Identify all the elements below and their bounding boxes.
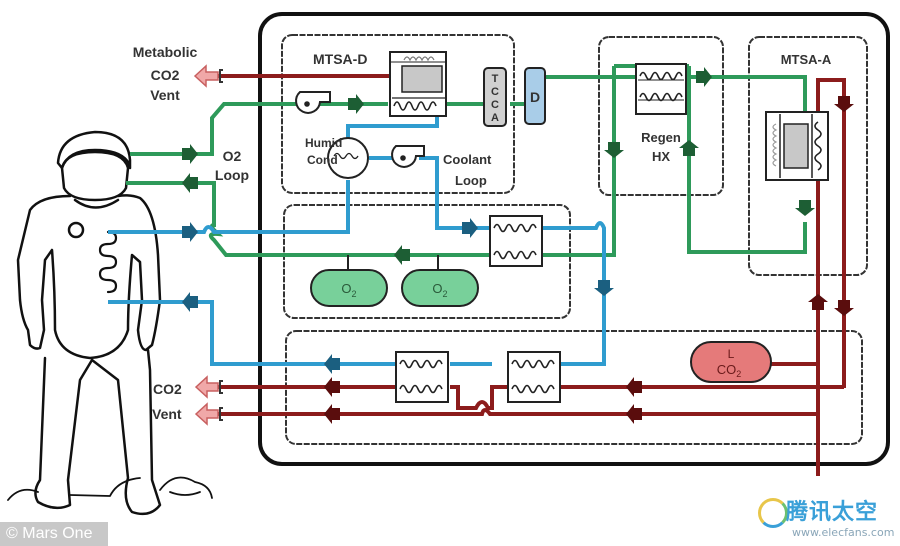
dehumidifier-label: D xyxy=(530,89,540,105)
arrow-left-icon xyxy=(182,173,198,193)
lco2-label: CO2 xyxy=(717,362,742,379)
arrow-down-icon xyxy=(834,300,854,316)
o2-loop-label: O2 xyxy=(223,148,242,164)
watermark-text: 腾讯太空 xyxy=(786,500,879,525)
tcca-label: C xyxy=(491,99,499,111)
humidity-condenser xyxy=(327,137,369,179)
arrow-left-icon xyxy=(626,404,642,424)
regen-hx-module xyxy=(598,36,724,196)
arrow-left-icon xyxy=(394,245,410,265)
watermark-logo-icon xyxy=(758,498,788,528)
tcca-label: A xyxy=(491,112,499,124)
metabolic-vent-label: Vent xyxy=(150,87,180,103)
co2-vent-label: CO2 xyxy=(153,381,182,397)
sorbent-bed xyxy=(401,65,443,93)
coolant-loop-label: Coolant xyxy=(443,152,492,167)
metabolic-vent-label: CO2 xyxy=(151,67,180,83)
heat-exchanger-coil xyxy=(403,56,435,62)
co2-vent-arrow-upper-icon xyxy=(194,375,219,399)
arrow-right-icon xyxy=(462,218,478,238)
o2-storage-module xyxy=(283,204,571,319)
lco2-tank xyxy=(690,341,772,383)
metabolic-vent-label: Metabolic xyxy=(133,44,198,60)
o2-tank-2-label: O2 xyxy=(432,281,447,299)
astronaut-figure xyxy=(7,130,213,516)
flow-arrows xyxy=(182,67,854,424)
co2-vent-label: Vent xyxy=(152,406,182,422)
coolant-loop-label: Loop xyxy=(455,173,487,188)
coolant-pump-icon xyxy=(391,145,425,168)
arrow-down-icon xyxy=(594,280,614,296)
left-leg xyxy=(34,356,94,510)
regen-hx-label: HX xyxy=(652,149,670,164)
arrow-up-icon xyxy=(679,140,699,156)
arrow-down-icon xyxy=(604,142,624,158)
metabolic-vent-arrow-icon xyxy=(193,64,219,88)
o2-tank-1 xyxy=(310,269,388,307)
co2-heat-exchanger-2 xyxy=(507,351,561,403)
pls-enclosure xyxy=(258,12,890,466)
regen-hx-unit xyxy=(635,63,687,115)
visor xyxy=(60,150,130,202)
arrow-right-icon xyxy=(182,144,198,164)
ground-rocks xyxy=(7,476,213,501)
arrow-left-icon xyxy=(626,377,642,397)
tcca-label: T xyxy=(492,73,499,85)
mtsa-a-module xyxy=(748,36,868,276)
coolant-heat-exchanger xyxy=(489,215,543,267)
regen-hx-label: Regen xyxy=(641,130,681,145)
mtsa-a-unit xyxy=(765,111,829,181)
humid-cond-label: Cond xyxy=(307,153,338,167)
co2-heat-exchanger-1 xyxy=(395,351,449,403)
mtsa-d-module xyxy=(281,34,515,194)
co2-vent-arrow-lower-icon xyxy=(194,402,219,426)
vent-arrows xyxy=(193,64,223,426)
arrow-up-icon xyxy=(808,294,828,310)
mtsa-d-label: MTSA-D xyxy=(313,51,367,67)
arrow-down-icon xyxy=(834,96,854,112)
arrow-left-icon xyxy=(324,404,340,424)
collar xyxy=(73,198,120,209)
o2-tank-2 xyxy=(401,269,479,307)
o2-loop-label: Loop xyxy=(215,167,249,183)
watermark-url: www.elecfans.com xyxy=(792,526,895,539)
humid-cond-label: Humid xyxy=(305,136,342,150)
arrow-right-icon xyxy=(182,222,198,242)
helmet xyxy=(56,130,132,170)
arrow-left-icon xyxy=(324,377,340,397)
arrow-left-icon xyxy=(182,292,198,312)
dehumidifier-unit xyxy=(524,67,546,125)
image-credit: © Mars One xyxy=(0,522,108,546)
right-leg xyxy=(90,348,162,516)
tcca-label: C xyxy=(491,86,499,98)
suit-torso xyxy=(16,194,162,360)
mtsa-a-label: MTSA-A xyxy=(781,52,832,67)
watermark: 腾讯太空 www.elecfans.com xyxy=(752,490,900,546)
arrow-right-icon xyxy=(348,94,364,114)
arrow-down-icon xyxy=(795,200,815,216)
suit-cooling-coil xyxy=(98,230,118,294)
arrow-left-icon xyxy=(324,354,340,374)
lco2-label: L xyxy=(728,347,735,361)
coolant-loop-lines xyxy=(108,110,606,366)
o2-fan-icon xyxy=(295,91,331,114)
mtsa-d-unit xyxy=(389,51,447,117)
heat-exchanger-coil xyxy=(393,101,437,111)
suit-badge xyxy=(67,221,85,239)
o2-tank-1-label: O2 xyxy=(341,281,356,299)
arrow-right-icon xyxy=(696,67,712,87)
tcca-unit xyxy=(483,67,507,127)
co2-lines xyxy=(218,74,846,476)
